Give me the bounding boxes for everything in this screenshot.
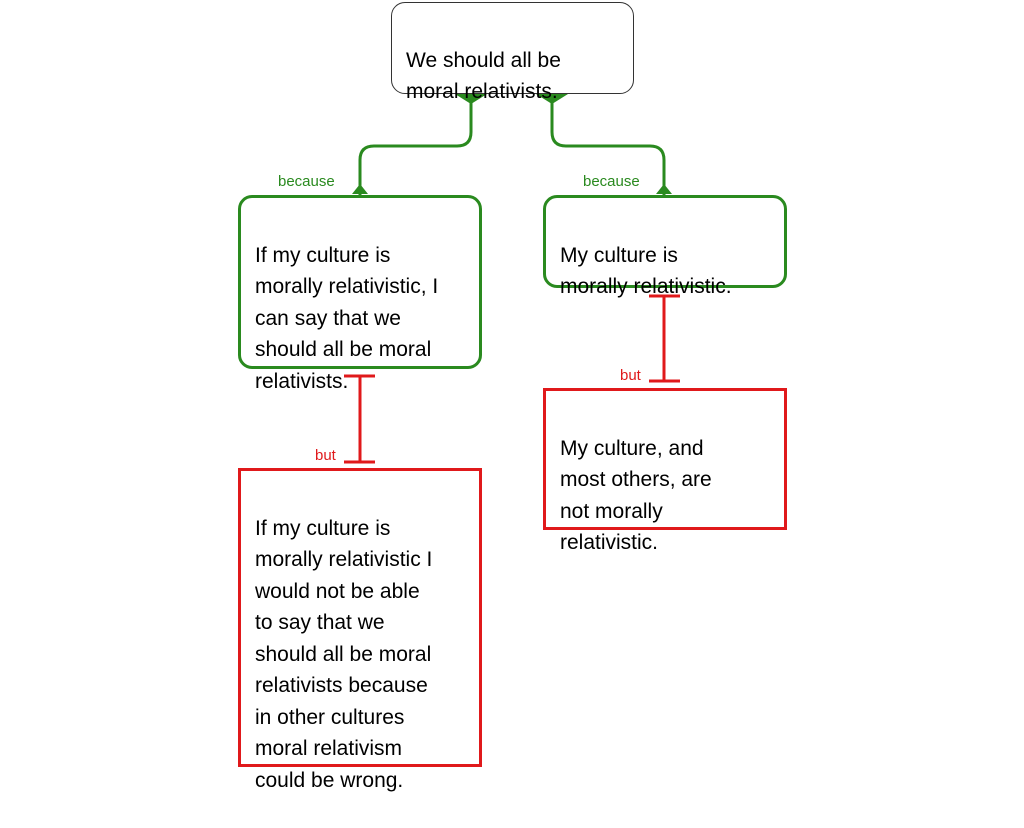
objection-box-right[interactable]: My culture, and most others, are not mor… [543, 388, 787, 554]
reason-text-right: My culture is morally relativistic. [560, 243, 732, 299]
objection-text-right: My culture, and most others, are not mor… [560, 436, 712, 555]
support-arrowhead-right-top [536, 94, 568, 104]
reason-box-left[interactable]: If my culture is morally relativistic, I… [238, 195, 482, 393]
because-label-right: because [583, 173, 640, 190]
support-connector-left [358, 94, 473, 195]
objection-text-left: If my culture is morally relativistic I … [255, 516, 433, 792]
connector-layer [344, 94, 680, 464]
support-arrowhead-left-bottom [352, 184, 368, 194]
but-label-left: but [315, 447, 336, 464]
support-connector-right [550, 94, 666, 195]
but-label-right: but [620, 367, 641, 384]
support-arrowhead-left-top [455, 94, 487, 104]
because-label-left: because [278, 173, 335, 190]
reason-text-left: If my culture is morally relativistic, I… [255, 243, 439, 393]
claim-box[interactable]: We should all be moral relativists. [391, 2, 634, 103]
claim-text: We should all be moral relativists. [406, 48, 561, 104]
support-arrowhead-right-bottom [656, 184, 672, 194]
objection-box-left[interactable]: If my culture is morally relativistic I … [238, 468, 482, 792]
reason-box-right[interactable]: My culture is morally relativistic. [543, 195, 787, 298]
